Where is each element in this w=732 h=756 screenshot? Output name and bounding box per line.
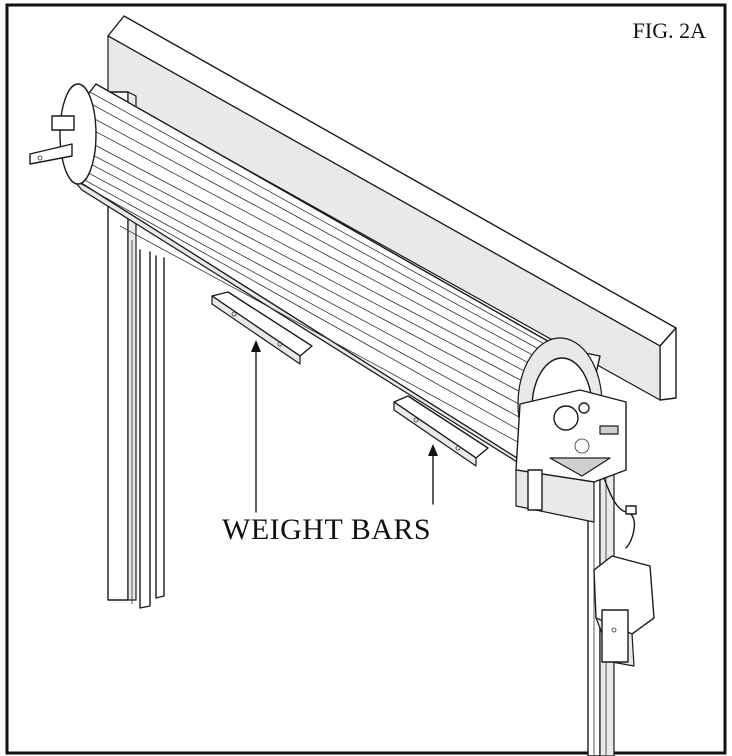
arrow-head-right <box>428 444 438 456</box>
figure-label: FIG. 2A <box>632 18 706 43</box>
weight-bars-label: WEIGHT BARS <box>222 513 432 546</box>
wall-control-box <box>593 555 655 667</box>
callout-arrows <box>251 340 438 513</box>
motor-operator-unit <box>515 389 637 549</box>
weight-bars <box>211 291 489 467</box>
weight-bar-right <box>393 395 489 467</box>
weight-bar-left <box>211 291 313 365</box>
page-border <box>5 3 727 755</box>
arrow-head-left <box>251 340 261 352</box>
